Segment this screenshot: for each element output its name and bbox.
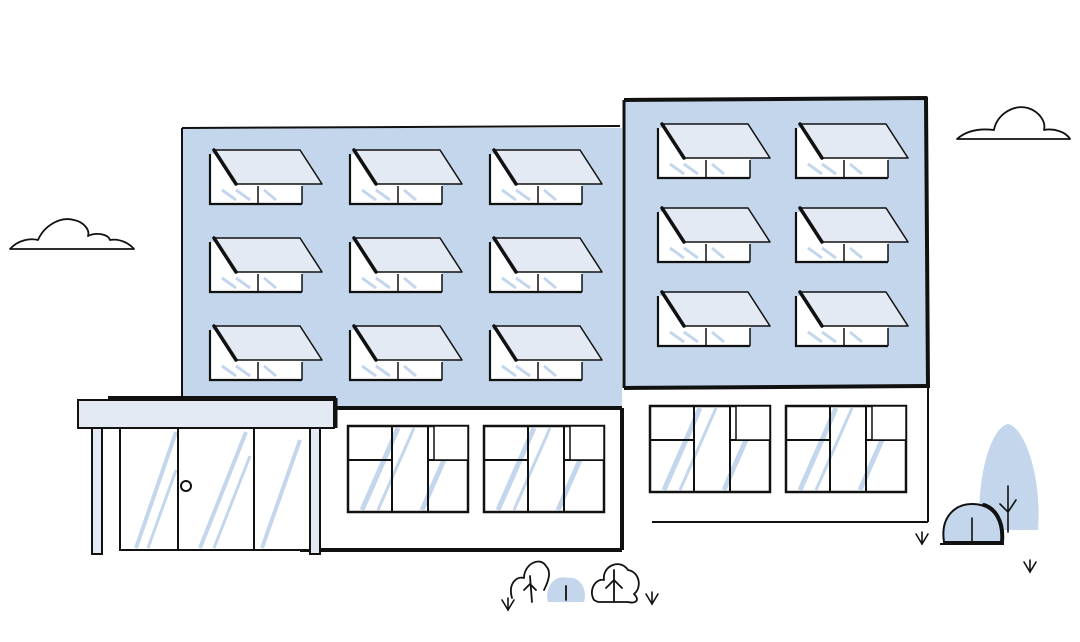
grass-tuft-icon <box>915 531 929 545</box>
left-ground-floor <box>300 406 624 552</box>
grass-tuft-icon <box>501 597 515 611</box>
bush-icon <box>510 560 586 603</box>
right-block <box>622 96 930 390</box>
ground-window <box>484 426 604 512</box>
bush-icon <box>591 563 640 604</box>
left-block <box>181 125 622 412</box>
grass-tuft-icon <box>645 591 659 605</box>
ground-window <box>786 406 906 492</box>
tree-icon <box>979 424 1039 533</box>
bush-icon <box>940 502 1005 545</box>
door-handle <box>180 480 192 492</box>
entrance <box>77 396 338 555</box>
left-block-windows <box>208 148 604 382</box>
right-ground-floor <box>650 388 929 523</box>
cloud-icon <box>9 218 135 250</box>
cloud-icon <box>956 106 1071 140</box>
grass-tuft-icon <box>1023 559 1037 573</box>
ground-window <box>650 406 770 492</box>
ground-window <box>348 426 468 512</box>
